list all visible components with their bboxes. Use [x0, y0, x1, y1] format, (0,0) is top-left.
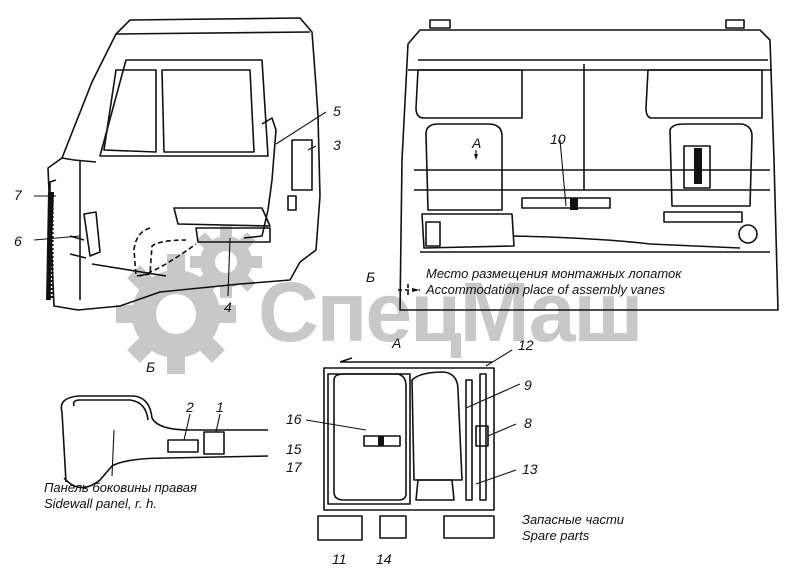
- assembly-caption-ru: Место размещения монтажных лопаток: [426, 266, 682, 281]
- callout-17: 17: [286, 459, 302, 475]
- callout-15: 15: [286, 441, 302, 457]
- filled-marks: [46, 148, 702, 446]
- view-label-a-bottom: А: [392, 335, 402, 351]
- callout-6: 6: [14, 233, 22, 249]
- callout-13: 13: [522, 461, 538, 477]
- callout-2: 2: [186, 399, 194, 415]
- callout-10: 10: [550, 131, 566, 147]
- spare-parts-caption-ru: Запасные части: [522, 512, 625, 527]
- view-label-b-right: Б: [366, 269, 376, 285]
- callout-7: 7: [14, 187, 22, 203]
- view-label-b-left: Б: [146, 359, 156, 375]
- sidewall-panel-detail: [60, 395, 269, 489]
- callout-9: 9: [524, 377, 532, 393]
- sidewall-caption-en: Sidewall panel, r. h.: [44, 496, 157, 511]
- cab-rear-view: [398, 19, 779, 311]
- view-label-a-top: А: [472, 135, 482, 151]
- sidewall-caption-ru: Панель боковины правая: [44, 480, 197, 495]
- callout-8: 8: [524, 415, 532, 431]
- callout-5: 5: [333, 103, 341, 119]
- callout-14: 14: [376, 551, 392, 567]
- watermark-text: СпецМаш: [258, 265, 643, 359]
- callout-1: 1: [216, 399, 224, 415]
- spare-parts-box: [317, 357, 495, 541]
- callout-3: 3: [333, 137, 341, 153]
- assembly-caption-en: Accommodation place of assembly vanes: [426, 282, 666, 297]
- callout-16: 16: [286, 411, 302, 427]
- callout-11: 11: [332, 551, 347, 567]
- spare-parts-caption-en: Spare parts: [522, 528, 590, 543]
- callout-12: 12: [518, 337, 534, 353]
- leader-lines: [33, 111, 567, 485]
- cab-side-view: [47, 17, 321, 311]
- callout-4: 4: [224, 299, 232, 315]
